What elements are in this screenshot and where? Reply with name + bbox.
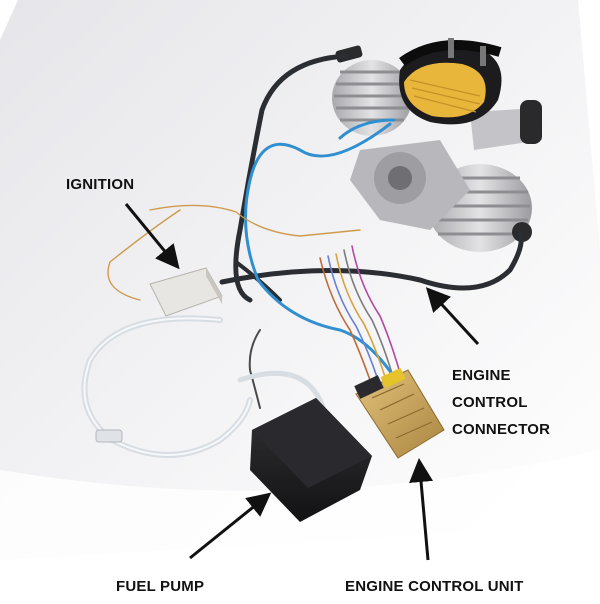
- clear-fuel-tube: [81, 315, 328, 458]
- ignition-label: IGNITION: [66, 176, 135, 193]
- fuel-pump-arrow: [189, 492, 272, 560]
- blue-tubes: [244, 118, 398, 382]
- connector-arrow: [425, 287, 480, 346]
- engine-control-connector-line-2: CONTROL: [452, 394, 528, 411]
- engine-control-connector-line-3: CONNECTOR: [452, 421, 551, 438]
- fuel-pump-label: FUEL PUMP: [116, 578, 205, 595]
- twin-cylinder-engine: [332, 38, 542, 252]
- ignition-module: [149, 267, 223, 317]
- fuel-pump-box: [250, 398, 372, 522]
- engine-control-unit-label: ENGINE CONTROL UNIT: [345, 578, 524, 595]
- annotation-arrows: [124, 203, 480, 561]
- engine-control-connector-label: ENGINE CONTROL CONNECTOR: [452, 362, 550, 443]
- ignition-arrow: [124, 203, 180, 270]
- harness-wires: [107, 204, 403, 409]
- air-filter: [399, 38, 502, 125]
- left-cylinder-fins: [332, 60, 412, 136]
- engine-control-connector-line-1: ENGINE: [452, 367, 511, 384]
- engine-control-unit: [354, 367, 445, 459]
- ecu-arrow: [409, 458, 434, 561]
